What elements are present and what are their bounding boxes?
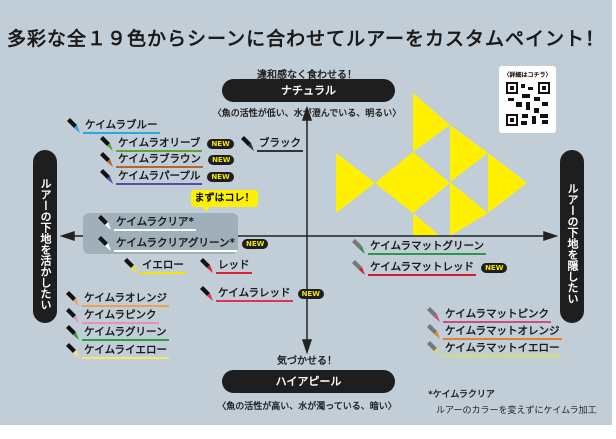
marker-pen-icon — [352, 239, 365, 254]
color-item: ケイムラブルー — [65, 118, 160, 134]
color-label: ケイムラマットグリーン — [368, 240, 487, 255]
color-item: レッド — [198, 258, 252, 274]
color-item: ブラック — [239, 136, 303, 152]
right-axis-label: ルアーの下地を隠したい — [560, 150, 584, 323]
marker-pen-icon — [66, 308, 79, 323]
high-appeal-label: ハイアピール — [222, 370, 395, 393]
marker-pen-icon — [100, 136, 113, 151]
marker-pen-icon — [98, 236, 111, 251]
color-label: ケイムラマットオレンジ — [443, 325, 562, 340]
new-badge: NEW — [481, 263, 508, 273]
footnote-text: ルアーのカラーを変えずにケイムラ加工 — [436, 406, 597, 416]
color-item: ケイムラクリア* — [96, 215, 197, 231]
color-item: ケイムラブラウン NEW — [98, 152, 235, 168]
callout-pointer — [203, 206, 210, 212]
color-item: イエロー — [122, 258, 186, 274]
marker-pen-icon — [67, 118, 80, 133]
color-item: ケイムラグリーン — [64, 325, 169, 341]
color-item: ケイムラマットグリーン — [350, 239, 487, 255]
color-label: ケイムラブラウン — [116, 153, 204, 168]
color-item: ケイムラマットレッド NEW — [350, 260, 508, 276]
color-item: ケイムラクリアグリーン* NEW — [96, 236, 269, 252]
color-label: ケイムラクリア* — [114, 216, 197, 231]
marker-pen-icon — [200, 286, 213, 301]
color-item: ケイムラマットオレンジ — [425, 324, 562, 340]
bottom-condition: 〈魚の活性が高い、水が濁っている、暗い〉 — [217, 402, 397, 412]
new-badge: NEW — [207, 139, 234, 149]
top-tagline: 違和感なく食わせる！ — [257, 70, 357, 81]
color-label: ケイムラクリアグリーン* — [114, 237, 237, 252]
color-label: ケイムラピンク — [82, 309, 159, 324]
axes-and-fish — [59, 93, 559, 355]
left-axis-label: ルアーの下地を活かしたい — [33, 150, 57, 323]
marker-pen-icon — [66, 343, 79, 358]
color-item: ケイムラマットイエロー — [425, 341, 562, 357]
color-label: ケイムラレッド — [216, 287, 293, 302]
marker-pen-icon — [100, 152, 113, 167]
marker-pen-icon — [66, 291, 79, 306]
color-item: ケイムラマットピンク — [425, 307, 552, 323]
color-label: ケイムラオリーブ — [116, 137, 203, 152]
qr-label: 〈詳細はコチラ〉 — [503, 72, 552, 79]
color-item: ケイムライエロー — [64, 343, 169, 359]
new-badge: NEW — [207, 172, 234, 182]
color-label: イエロー — [140, 259, 186, 274]
color-map-infographic: 多彩な全１９色からシーンに合わせてルアーをカスタムペイント！ 違和感なく食わせる… — [0, 0, 612, 425]
color-label: ケイムライエロー — [82, 344, 169, 359]
marker-pen-icon — [100, 169, 113, 184]
color-label: ケイムラブルー — [83, 119, 160, 134]
color-label: ケイムラパープル — [116, 170, 203, 185]
new-badge: NEW — [297, 289, 324, 299]
natural-label: ナチュラル — [222, 79, 395, 102]
marker-pen-icon — [427, 324, 440, 339]
color-label: ブラック — [257, 137, 303, 152]
color-label: ケイムラマットレッド — [368, 261, 477, 276]
new-badge: NEW — [208, 155, 235, 165]
marker-pen-icon — [427, 341, 440, 356]
color-label: ケイムラマットピンク — [443, 308, 552, 323]
top-condition: 〈魚の活性が低い、水が澄んでいる、明るい〉 — [212, 109, 402, 119]
marker-pen-icon — [352, 260, 365, 275]
color-item: ケイムラパープル NEW — [98, 169, 234, 185]
qr-code-icon — [505, 82, 550, 126]
marker-pen-icon — [241, 136, 254, 151]
marker-pen-icon — [427, 307, 440, 322]
bottom-tagline: 気づかせる！ — [277, 356, 337, 367]
color-item: ケイムラオレンジ — [64, 291, 170, 307]
qr-code-box[interactable]: 〈詳細はコチラ〉 — [499, 66, 556, 133]
color-item: ケイムラオリーブ NEW — [98, 136, 234, 152]
color-label: レッド — [216, 259, 252, 274]
color-label: ケイムラオレンジ — [82, 292, 170, 307]
color-item: ケイムラレッド NEW — [198, 286, 324, 302]
marker-pen-icon — [66, 325, 79, 340]
color-label: ケイムラマットイエロー — [443, 342, 562, 357]
page-title: 多彩な全１９色からシーンに合わせてルアーをカスタムペイント！ — [7, 28, 605, 50]
footnote-title: *ケイムラクリア — [428, 390, 495, 400]
marker-pen-icon — [124, 258, 137, 273]
callout-first-pick: まずはコレ！ — [191, 190, 258, 207]
marker-pen-icon — [98, 215, 111, 230]
fish-graphic — [336, 93, 527, 236]
color-item: ケイムラピンク — [64, 308, 159, 324]
color-label: ケイムラグリーン — [82, 326, 169, 341]
marker-pen-icon — [200, 258, 213, 273]
new-badge: NEW — [242, 239, 269, 249]
